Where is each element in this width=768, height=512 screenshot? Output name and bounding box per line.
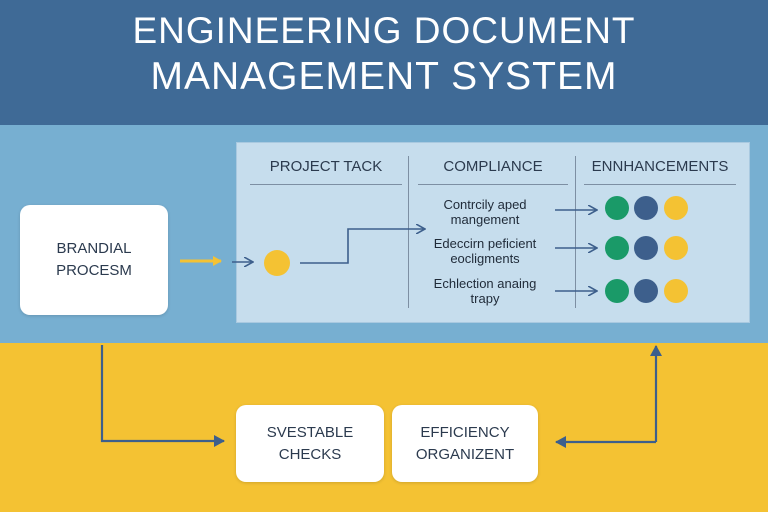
status-dot-blue xyxy=(634,196,658,220)
title-band xyxy=(0,0,768,125)
status-dot-green xyxy=(605,196,629,220)
compliance-item-1: Contrcily aped mangement xyxy=(415,197,555,227)
card-svestable-checks: SVESTABLE CHECKS xyxy=(236,405,384,482)
column-divider-1 xyxy=(408,156,409,308)
card-efficiency-organizent-line-1: EFFICIENCY xyxy=(420,423,510,441)
compliance-item-1-line-2: mangement xyxy=(450,212,520,227)
card-brandial-process: BRANDIAL PROCESM xyxy=(20,205,168,315)
column-header-compliance: COMPLIANCE xyxy=(443,158,543,175)
status-dot-yellow xyxy=(664,196,688,220)
card-efficiency-organizent: EFFICIENCY ORGANIZENT xyxy=(392,405,538,482)
bottom-band xyxy=(0,343,768,512)
card-brandial-process-line-2: PROCESM xyxy=(56,262,132,279)
card-svestable-checks-line-1: SVESTABLE xyxy=(266,423,354,441)
status-dot-green xyxy=(605,279,629,303)
column-rule-compliance xyxy=(418,184,568,185)
column-divider-2 xyxy=(575,156,576,308)
compliance-item-2-line-1: Edeccirn peficient xyxy=(433,236,537,251)
status-dot-green xyxy=(605,236,629,260)
compliance-item-1-line-1: Contrcily aped xyxy=(443,197,527,212)
arrow-track-to-compliance xyxy=(300,229,424,264)
compliance-item-3-line-2: trapy xyxy=(470,291,500,306)
compliance-item-3-line-1: Echlection anaing xyxy=(433,276,537,291)
status-dot-yellow xyxy=(664,279,688,303)
compliance-item-3: Echlection anaing trapy xyxy=(415,276,555,306)
column-header-enhancements: ENNHANCEMENTS xyxy=(591,158,729,175)
compliance-item-2-line-2: eocligments xyxy=(450,251,520,266)
card-svestable-checks-line-2: CHECKS xyxy=(278,445,342,463)
page-title-line-2: MANAGEMENT SYSTEM xyxy=(150,55,618,98)
column-header-project-tack: PROJECT TACK xyxy=(269,158,383,175)
column-rule-enhancements xyxy=(584,184,736,185)
column-rule-project-tack xyxy=(250,184,402,185)
card-efficiency-organizent-line-2: ORGANIZENT xyxy=(415,445,515,463)
status-dot-blue xyxy=(634,279,658,303)
status-dot-blue xyxy=(634,236,658,260)
compliance-item-2: Edeccirn peficient eocligments xyxy=(415,236,555,266)
project-track-start-node xyxy=(264,250,290,276)
arrow-to-checks xyxy=(100,345,225,447)
status-dot-yellow xyxy=(664,236,688,260)
page-title-line-1: ENGINEERING DOCUMENT xyxy=(132,10,636,51)
card-brandial-process-line-1: BRANDIAL xyxy=(56,240,132,257)
